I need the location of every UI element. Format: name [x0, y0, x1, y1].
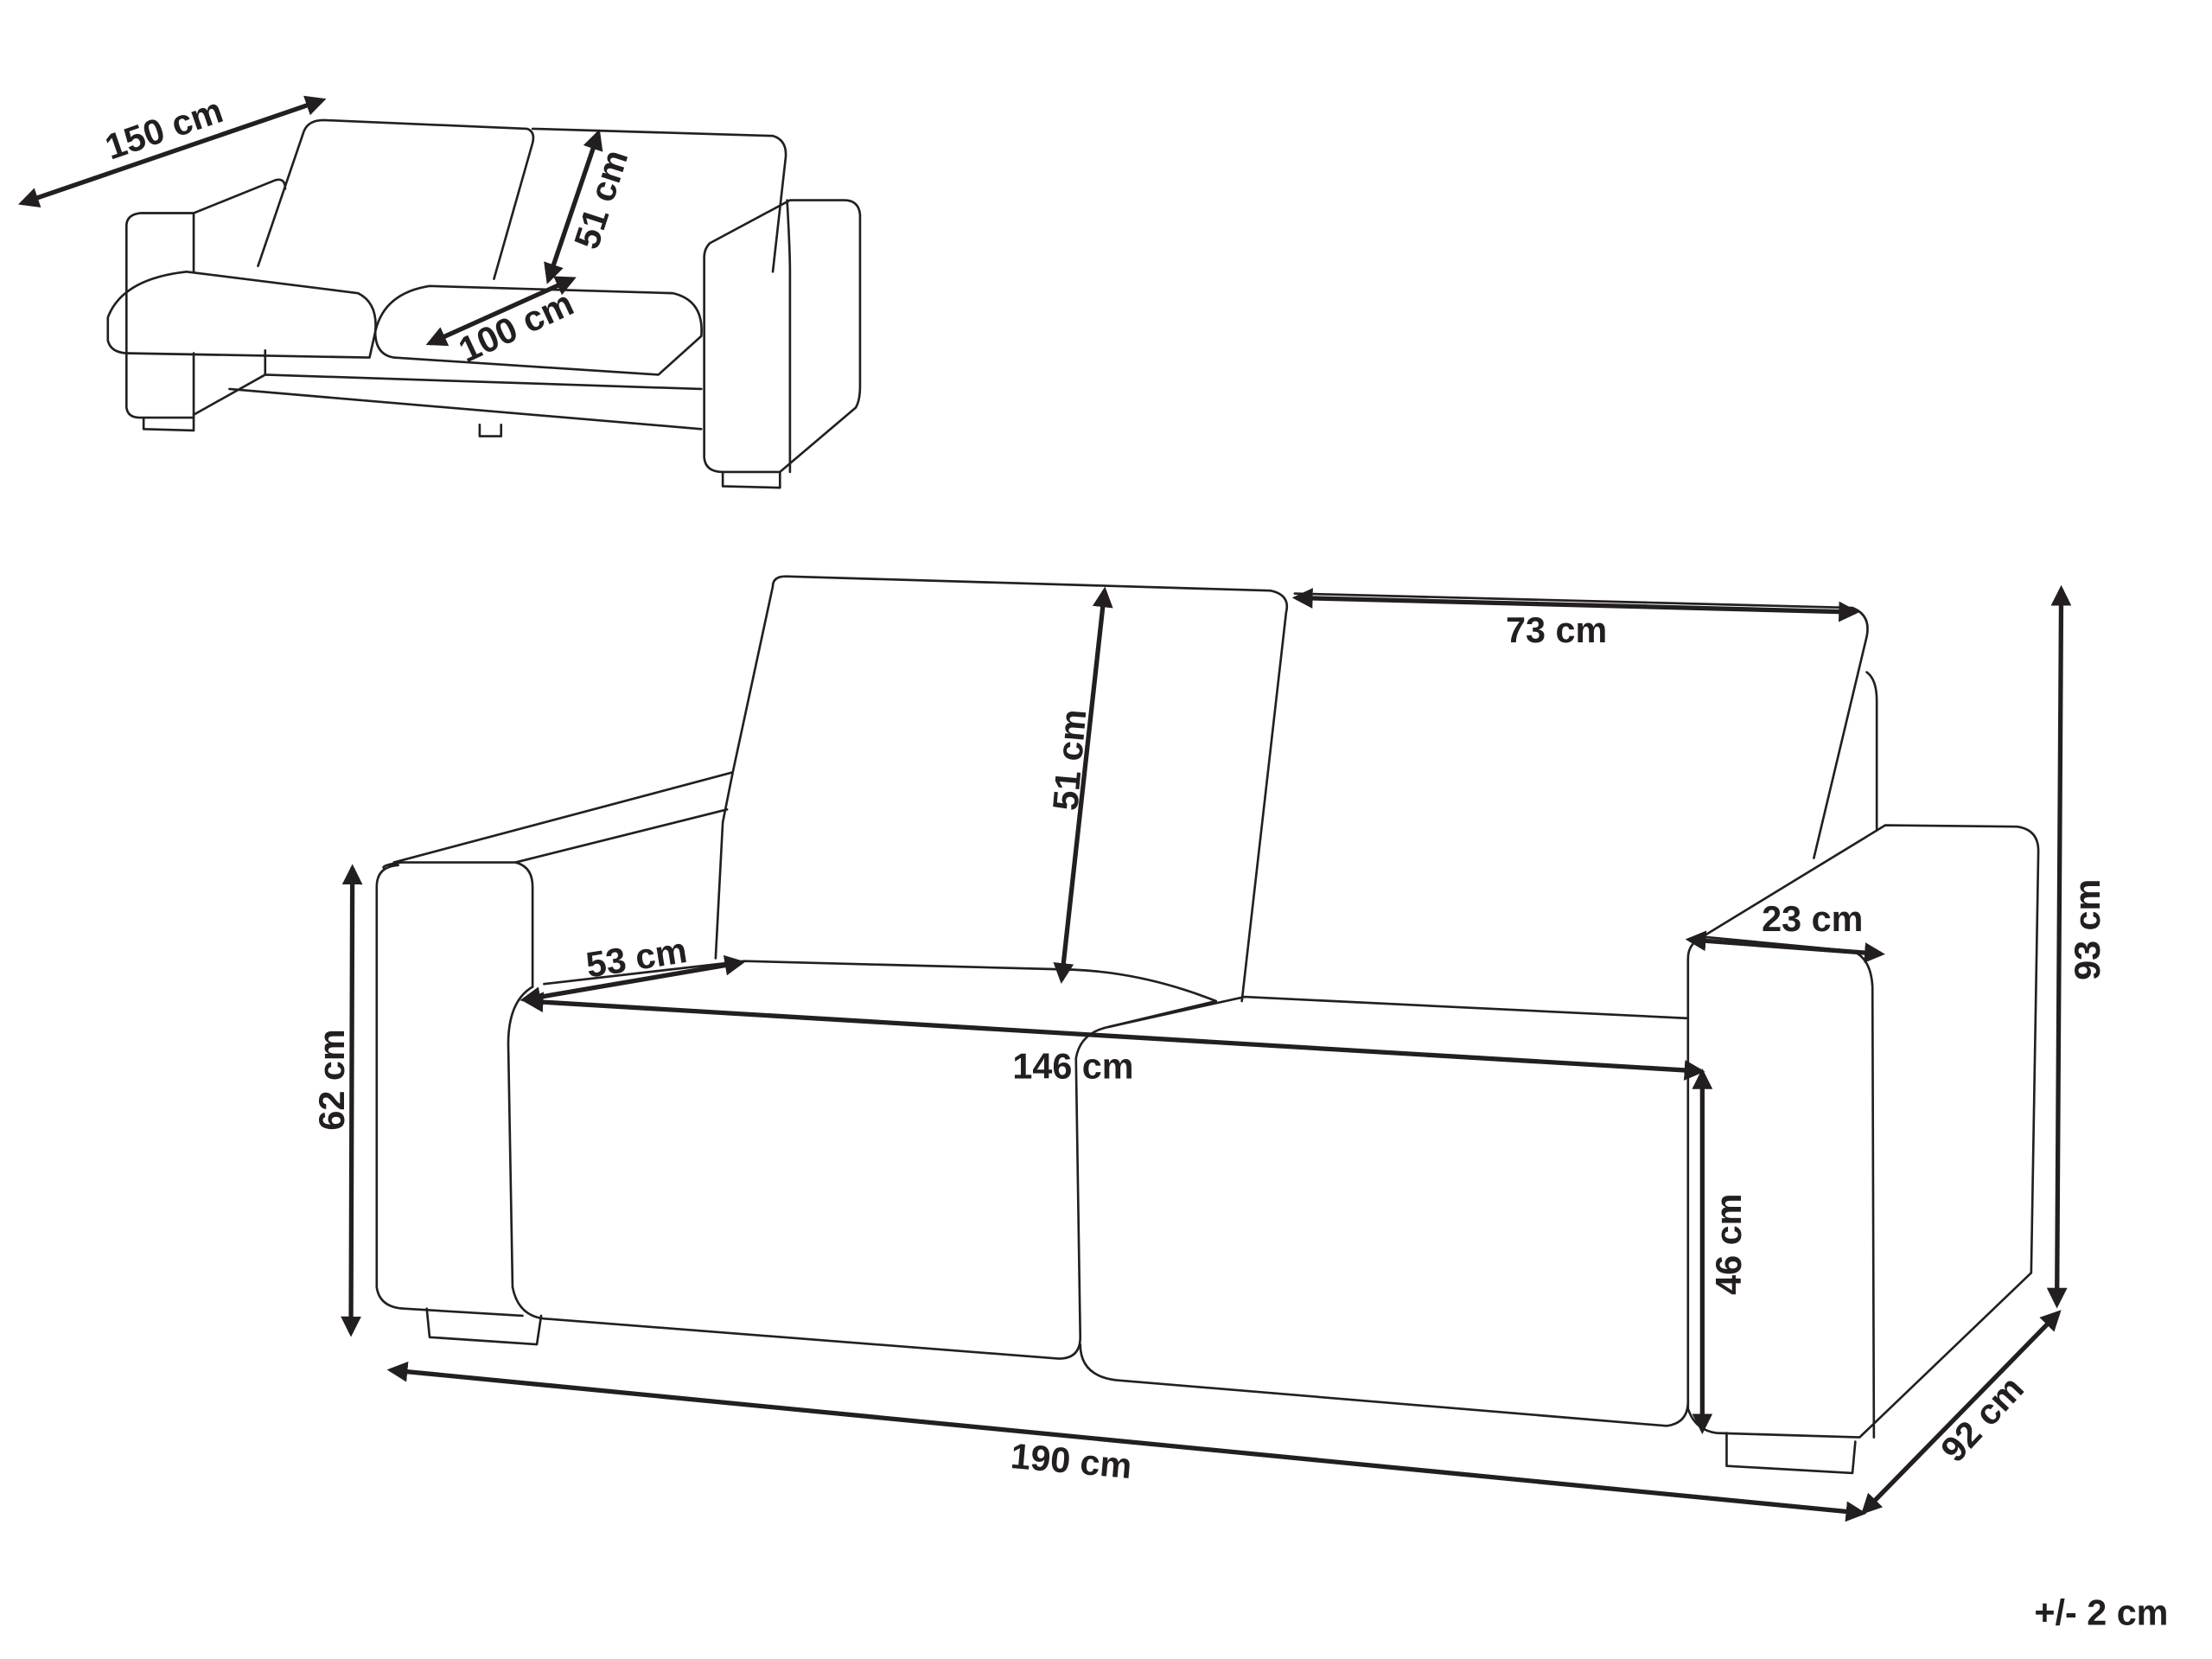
small-legs [142, 416, 781, 489]
small-seat-right [373, 284, 703, 376]
label-93: 93 cm [2068, 879, 2107, 980]
label-73: 73 cm [1506, 610, 1607, 650]
small-sofa-drawing [106, 118, 862, 489]
small-back-cushion-left [257, 118, 535, 280]
label-23: 23 cm [1762, 899, 1863, 939]
arrow-73 [1291, 588, 1860, 622]
label-62: 62 cm [312, 1029, 352, 1130]
right-arm [1686, 824, 2040, 1439]
arrow-93 [2046, 584, 2072, 1309]
arrow-23 [1685, 930, 1885, 963]
main-sofa-drawing [375, 575, 2040, 1475]
small-frame [192, 348, 703, 431]
arrow-51-small [544, 129, 603, 284]
arrow-190 [386, 1361, 1867, 1522]
label-190: 190 cm [1010, 1436, 1134, 1486]
back-cushion-left [714, 575, 1289, 1003]
arrow-150 [18, 95, 327, 207]
arrow-62 [341, 864, 363, 1337]
small-back-cushion-right [531, 127, 787, 273]
legs [425, 1307, 1857, 1475]
label-146: 146 cm [1012, 1046, 1133, 1086]
tolerance-note: +/- 2 cm [2034, 1592, 2168, 1632]
label-46: 46 cm [1709, 1194, 1749, 1295]
left-arm [375, 771, 735, 1318]
arrow-146 [522, 992, 1705, 1081]
arrow-92 [1860, 1310, 2062, 1515]
label-51: 51 cm [1045, 707, 1093, 812]
seat-cushion-right [1079, 995, 1690, 1427]
label-92: 92 cm [1933, 1369, 2031, 1470]
small-left-arm [124, 178, 287, 419]
arrow-51 [1053, 586, 1113, 984]
label-53: 53 cm [583, 930, 690, 986]
small-right-arm [703, 199, 862, 474]
arrow-100 [425, 276, 577, 347]
dimension-arrows [18, 95, 2072, 1522]
seat-cushion-left [507, 960, 1218, 1360]
label-100: 100 cm [453, 283, 580, 370]
small-seat-left [106, 270, 377, 359]
